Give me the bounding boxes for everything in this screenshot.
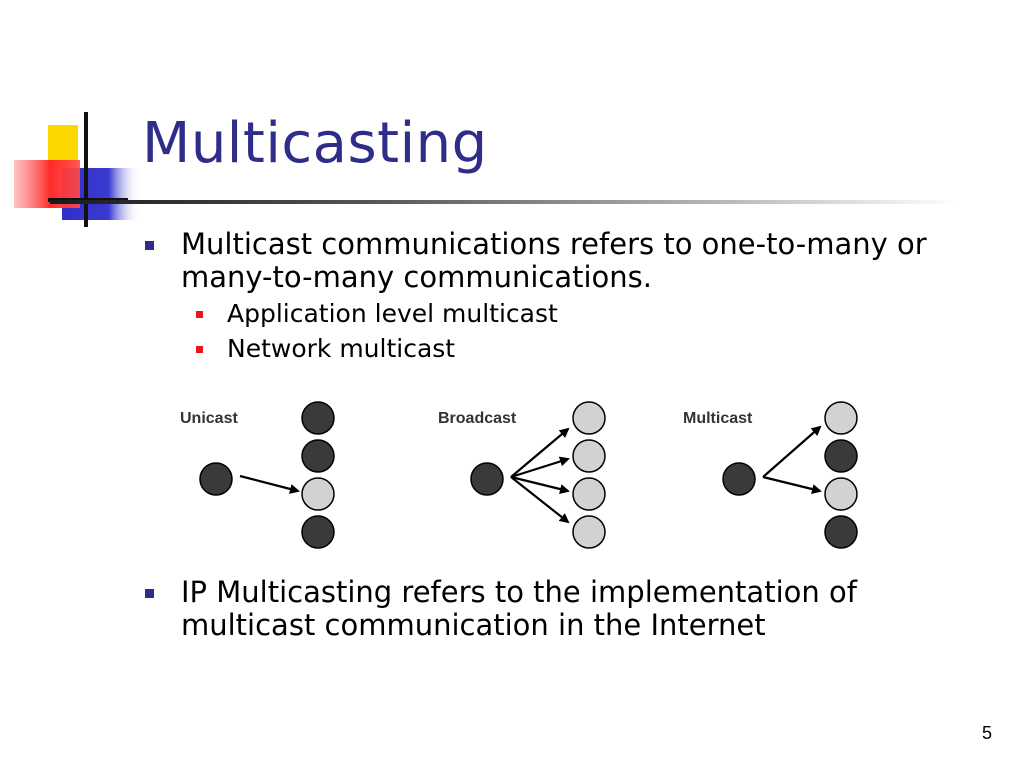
sub-bullet-network: Network multicast	[196, 334, 896, 364]
square-bullet-icon	[145, 241, 154, 250]
arrow	[510, 476, 570, 524]
receiver-node	[572, 515, 606, 549]
sub-bullet-application-level: Application level multicast	[196, 299, 896, 329]
unicast-panel: Unicast	[180, 401, 335, 549]
multicast-panel: Multicast	[683, 401, 858, 549]
broadcast-panel: Broadcast	[438, 401, 606, 549]
sub-bullet-text: Application level multicast	[227, 299, 558, 328]
receiver-node	[824, 477, 858, 511]
sub-bullet-text: Network multicast	[227, 334, 456, 363]
arrow	[239, 474, 300, 494]
arrow	[510, 456, 570, 479]
receiver-node	[572, 439, 606, 473]
panel-label: Broadcast	[438, 410, 517, 427]
panel-label: Multicast	[683, 410, 753, 427]
receiver-node	[824, 439, 858, 473]
source-node	[722, 462, 756, 496]
slide-logo-decoration	[14, 112, 140, 227]
cast-types-diagram: Unicast Broadcast Multicast	[180, 401, 858, 549]
square-bullet-icon	[145, 589, 154, 598]
bullet-multicast-definition: Multicast communications refers to one-t…	[145, 228, 975, 294]
receiver-node	[824, 515, 858, 549]
receiver-node	[572, 401, 606, 435]
panel-label: Unicast	[180, 410, 238, 427]
bullet-text: Multicast communications refers to one-t…	[181, 227, 927, 294]
arrow	[762, 475, 822, 494]
bullet-text: IP Multicasting refers to the implementa…	[181, 575, 857, 642]
receiver-node	[824, 401, 858, 435]
receiver-node	[301, 439, 335, 473]
source-node	[470, 462, 504, 496]
slide-title: Multicasting	[142, 111, 488, 176]
arrow	[510, 475, 570, 494]
receiver-node	[572, 477, 606, 511]
square-bullet-icon	[196, 311, 203, 318]
arrow	[510, 427, 570, 478]
title-underline	[50, 200, 960, 204]
receiver-node	[301, 477, 335, 511]
arrow	[762, 425, 822, 478]
receiver-node	[301, 401, 335, 435]
bullet-ip-multicasting: IP Multicasting refers to the implementa…	[145, 576, 975, 642]
square-bullet-icon	[196, 346, 203, 353]
slide-number: 5	[981, 723, 992, 743]
source-node	[199, 462, 233, 496]
receiver-node	[301, 515, 335, 549]
